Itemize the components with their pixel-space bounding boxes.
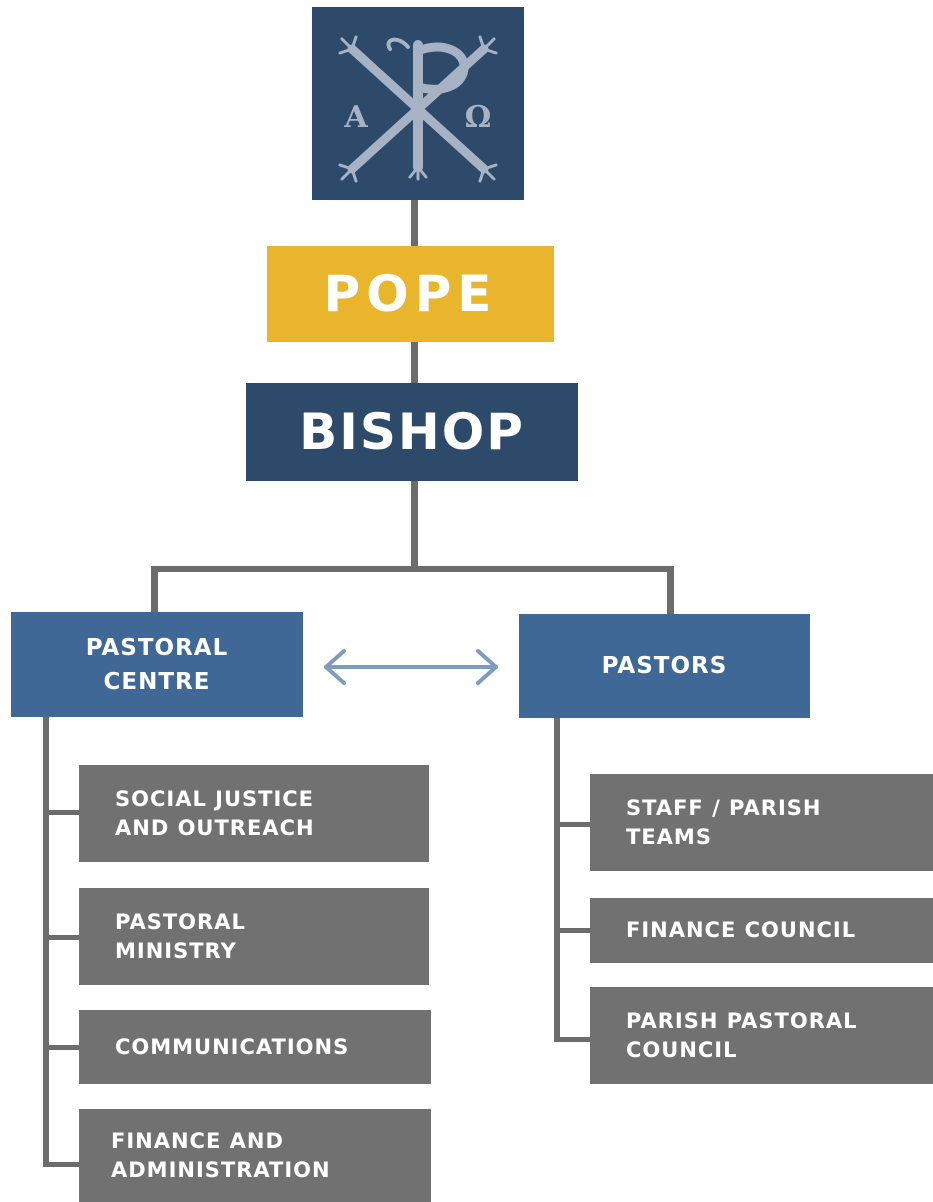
connector-drop-left — [151, 566, 158, 613]
bishop-node: BISHOP — [246, 383, 578, 481]
chi-rho-alpha-omega-icon: A Ω — [338, 35, 498, 183]
right-branch-2 — [554, 928, 590, 933]
communications-node: COMMUNICATIONS — [79, 1010, 431, 1084]
connector-horizontal-bar — [151, 566, 674, 572]
connector-drop-right — [667, 566, 674, 615]
finance-administration-node: FINANCE AND ADMINISTRATION — [79, 1109, 431, 1202]
parish-pastoral-council-node: PARISH PASTORAL COUNCIL — [590, 987, 933, 1084]
connector-logo-pope — [411, 200, 418, 246]
connector-bishop-trunk — [411, 481, 418, 570]
left-branch-2 — [43, 935, 80, 940]
left-branch-4 — [43, 1162, 80, 1167]
connector-pope-bishop — [411, 342, 418, 383]
svg-text:Ω: Ω — [465, 100, 492, 135]
left-spine — [43, 717, 49, 1167]
pastors-node: PASTORS — [519, 614, 810, 718]
pope-node: POPE — [267, 246, 554, 342]
right-spine — [554, 718, 560, 1042]
left-branch-1 — [43, 810, 80, 815]
left-branch-3 — [43, 1045, 80, 1050]
svg-text:A: A — [343, 100, 368, 135]
chi-rho-logo: A Ω — [312, 7, 524, 200]
right-branch-1 — [554, 822, 590, 827]
pastoral-centre-node: PASTORAL CENTRE — [11, 612, 303, 717]
finance-council-node: FINANCE COUNCIL — [590, 898, 933, 963]
bidirectional-arrow-icon — [324, 649, 498, 685]
right-branch-3 — [554, 1037, 590, 1042]
social-justice-node: SOCIAL JUSTICE AND OUTREACH — [79, 765, 429, 862]
pastoral-ministry-node: PASTORAL MINISTRY — [79, 888, 429, 985]
staff-parish-teams-node: STAFF / PARISH TEAMS — [590, 774, 933, 871]
